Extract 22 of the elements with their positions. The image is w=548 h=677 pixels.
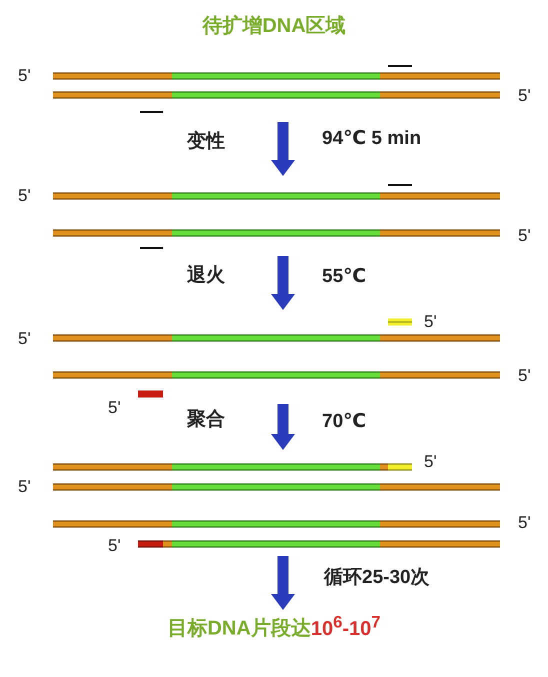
five-prime-label: 5' bbox=[18, 186, 31, 206]
five-prime-label: 5' bbox=[518, 513, 531, 533]
condition-label: 94℃ 5 min bbox=[322, 127, 422, 150]
five-prime-label: 5' bbox=[424, 312, 437, 332]
five-prime-label: 5' bbox=[108, 398, 121, 418]
five-prime-label: 5' bbox=[108, 536, 121, 556]
five-prime-label: 5' bbox=[518, 86, 531, 106]
five-prime-label: 5' bbox=[18, 329, 31, 349]
arrow bbox=[271, 404, 295, 450]
arrow bbox=[271, 256, 295, 310]
title: 待扩增DNA区域 bbox=[201, 14, 347, 39]
condition-label: 70℃ bbox=[322, 410, 366, 433]
five-prime-label: 5' bbox=[424, 452, 437, 472]
five-prime-label: 5' bbox=[18, 477, 31, 497]
arrow bbox=[271, 556, 295, 610]
five-prime-label: 5' bbox=[18, 66, 31, 86]
result-text: 目标DNA片段达 bbox=[167, 618, 311, 640]
result-text: 10$^{6}$-10$^{7}$ bbox=[310, 618, 381, 640]
five-prime-label: 5' bbox=[518, 226, 531, 246]
condition-label: 55℃ bbox=[322, 265, 366, 288]
five-prime-label: 5' bbox=[518, 366, 531, 386]
arrow bbox=[271, 122, 295, 176]
